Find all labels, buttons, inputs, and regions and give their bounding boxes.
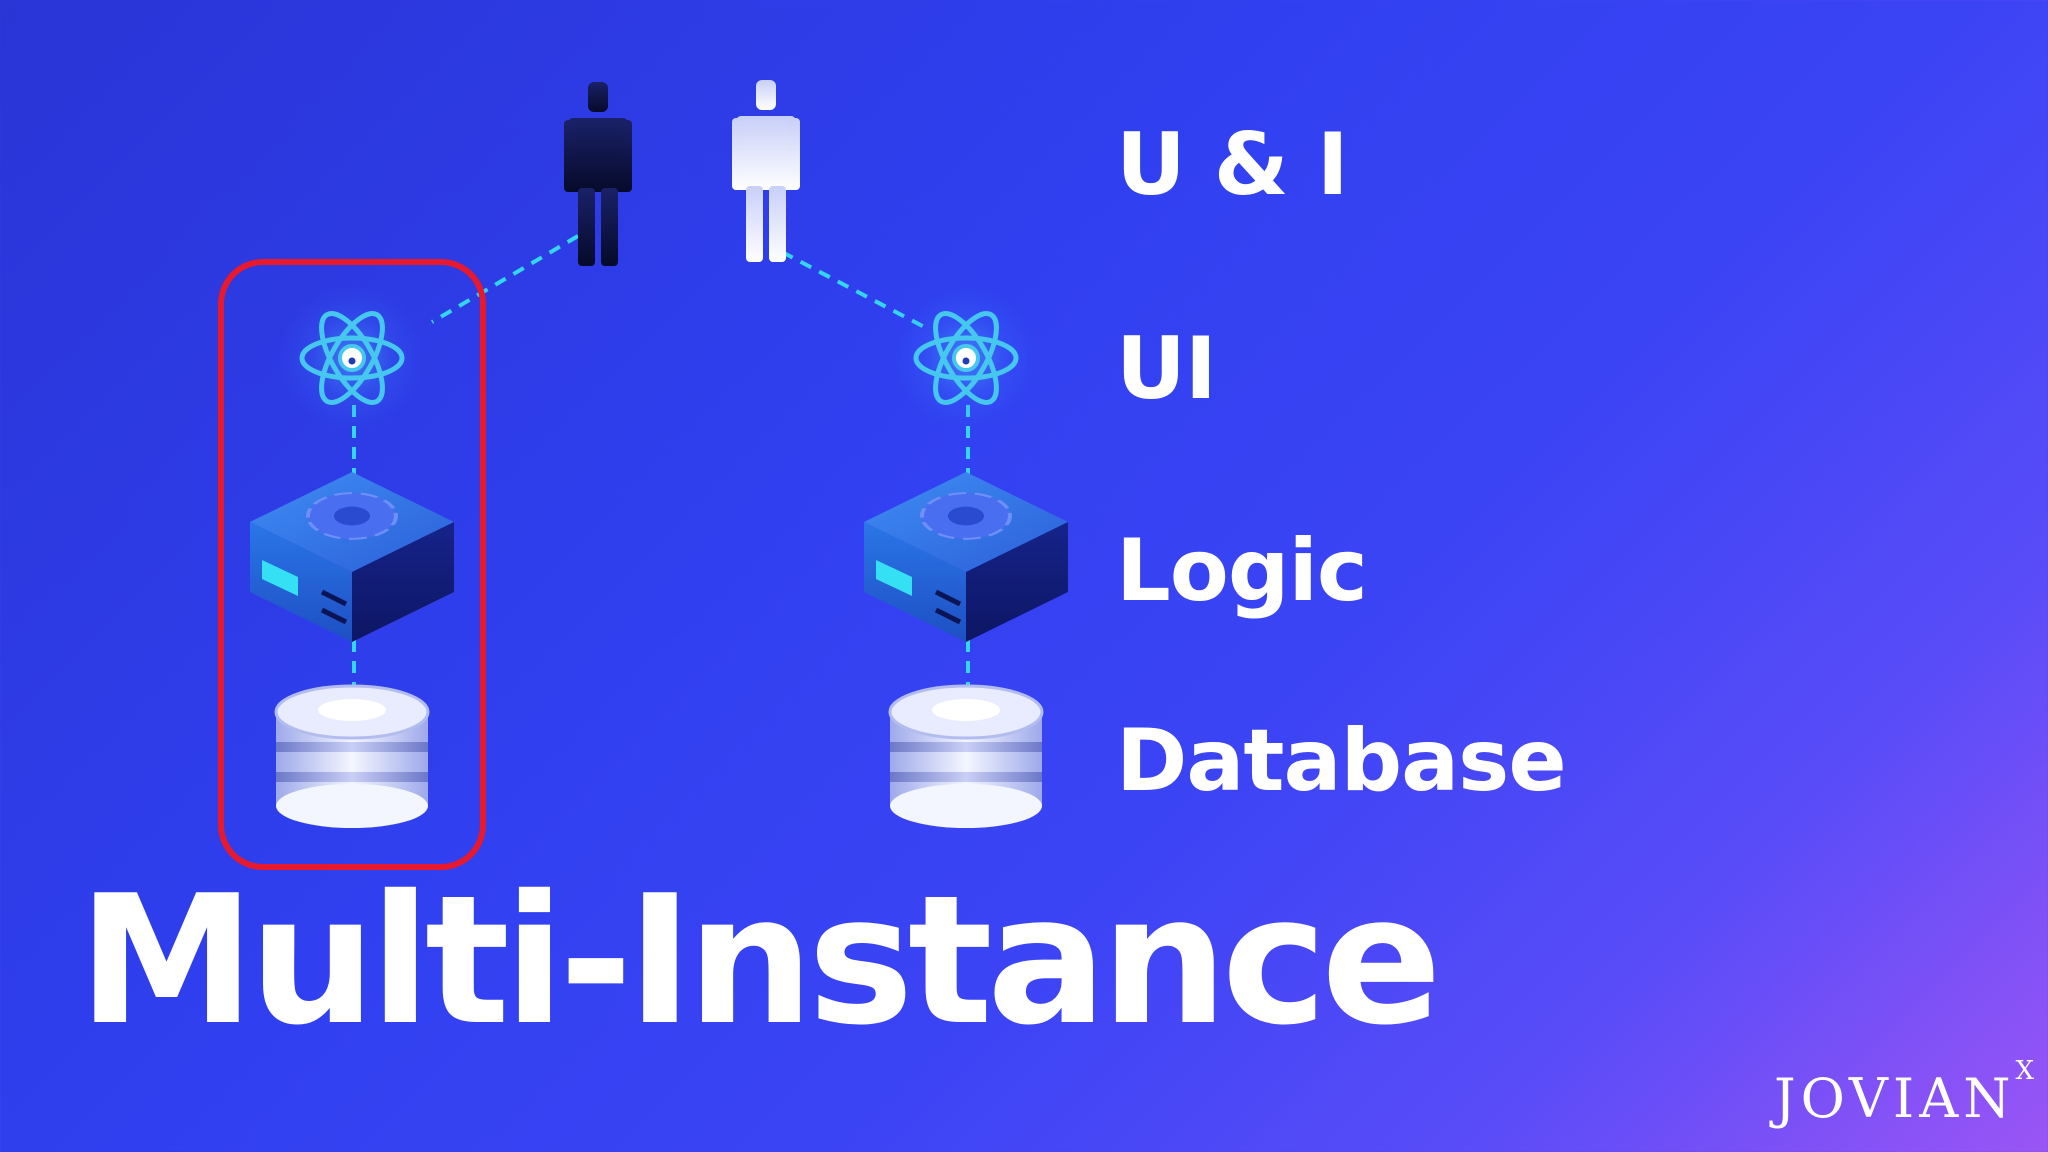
brand-name: JOVIAN	[1773, 1067, 2016, 1130]
layer-label-database: Database	[1116, 711, 1567, 811]
person-dark-icon	[564, 82, 632, 266]
person-light-icon	[732, 80, 800, 262]
headline-title: Multi-Instance	[78, 857, 1442, 1064]
highlight-instance-frame	[218, 259, 486, 870]
brand-superscript: X	[2015, 1056, 2034, 1086]
layer-label-users: U & I	[1116, 115, 1349, 215]
database-icon	[274, 684, 430, 828]
connector-user1-instance1	[430, 234, 580, 324]
connector-user2-instance2	[781, 250, 931, 332]
react-atom-icon	[894, 286, 1038, 430]
instance-1	[250, 286, 454, 828]
server-gear-icon	[250, 472, 454, 642]
layer-label-logic: Logic	[1116, 521, 1368, 621]
brand-logo: JOVIANX	[1774, 1058, 2034, 1126]
server-gear-icon	[864, 472, 1068, 642]
layer-label-ui: UI	[1116, 319, 1217, 419]
database-icon	[888, 684, 1044, 828]
react-atom-icon	[280, 286, 424, 430]
instance-2	[864, 286, 1068, 828]
